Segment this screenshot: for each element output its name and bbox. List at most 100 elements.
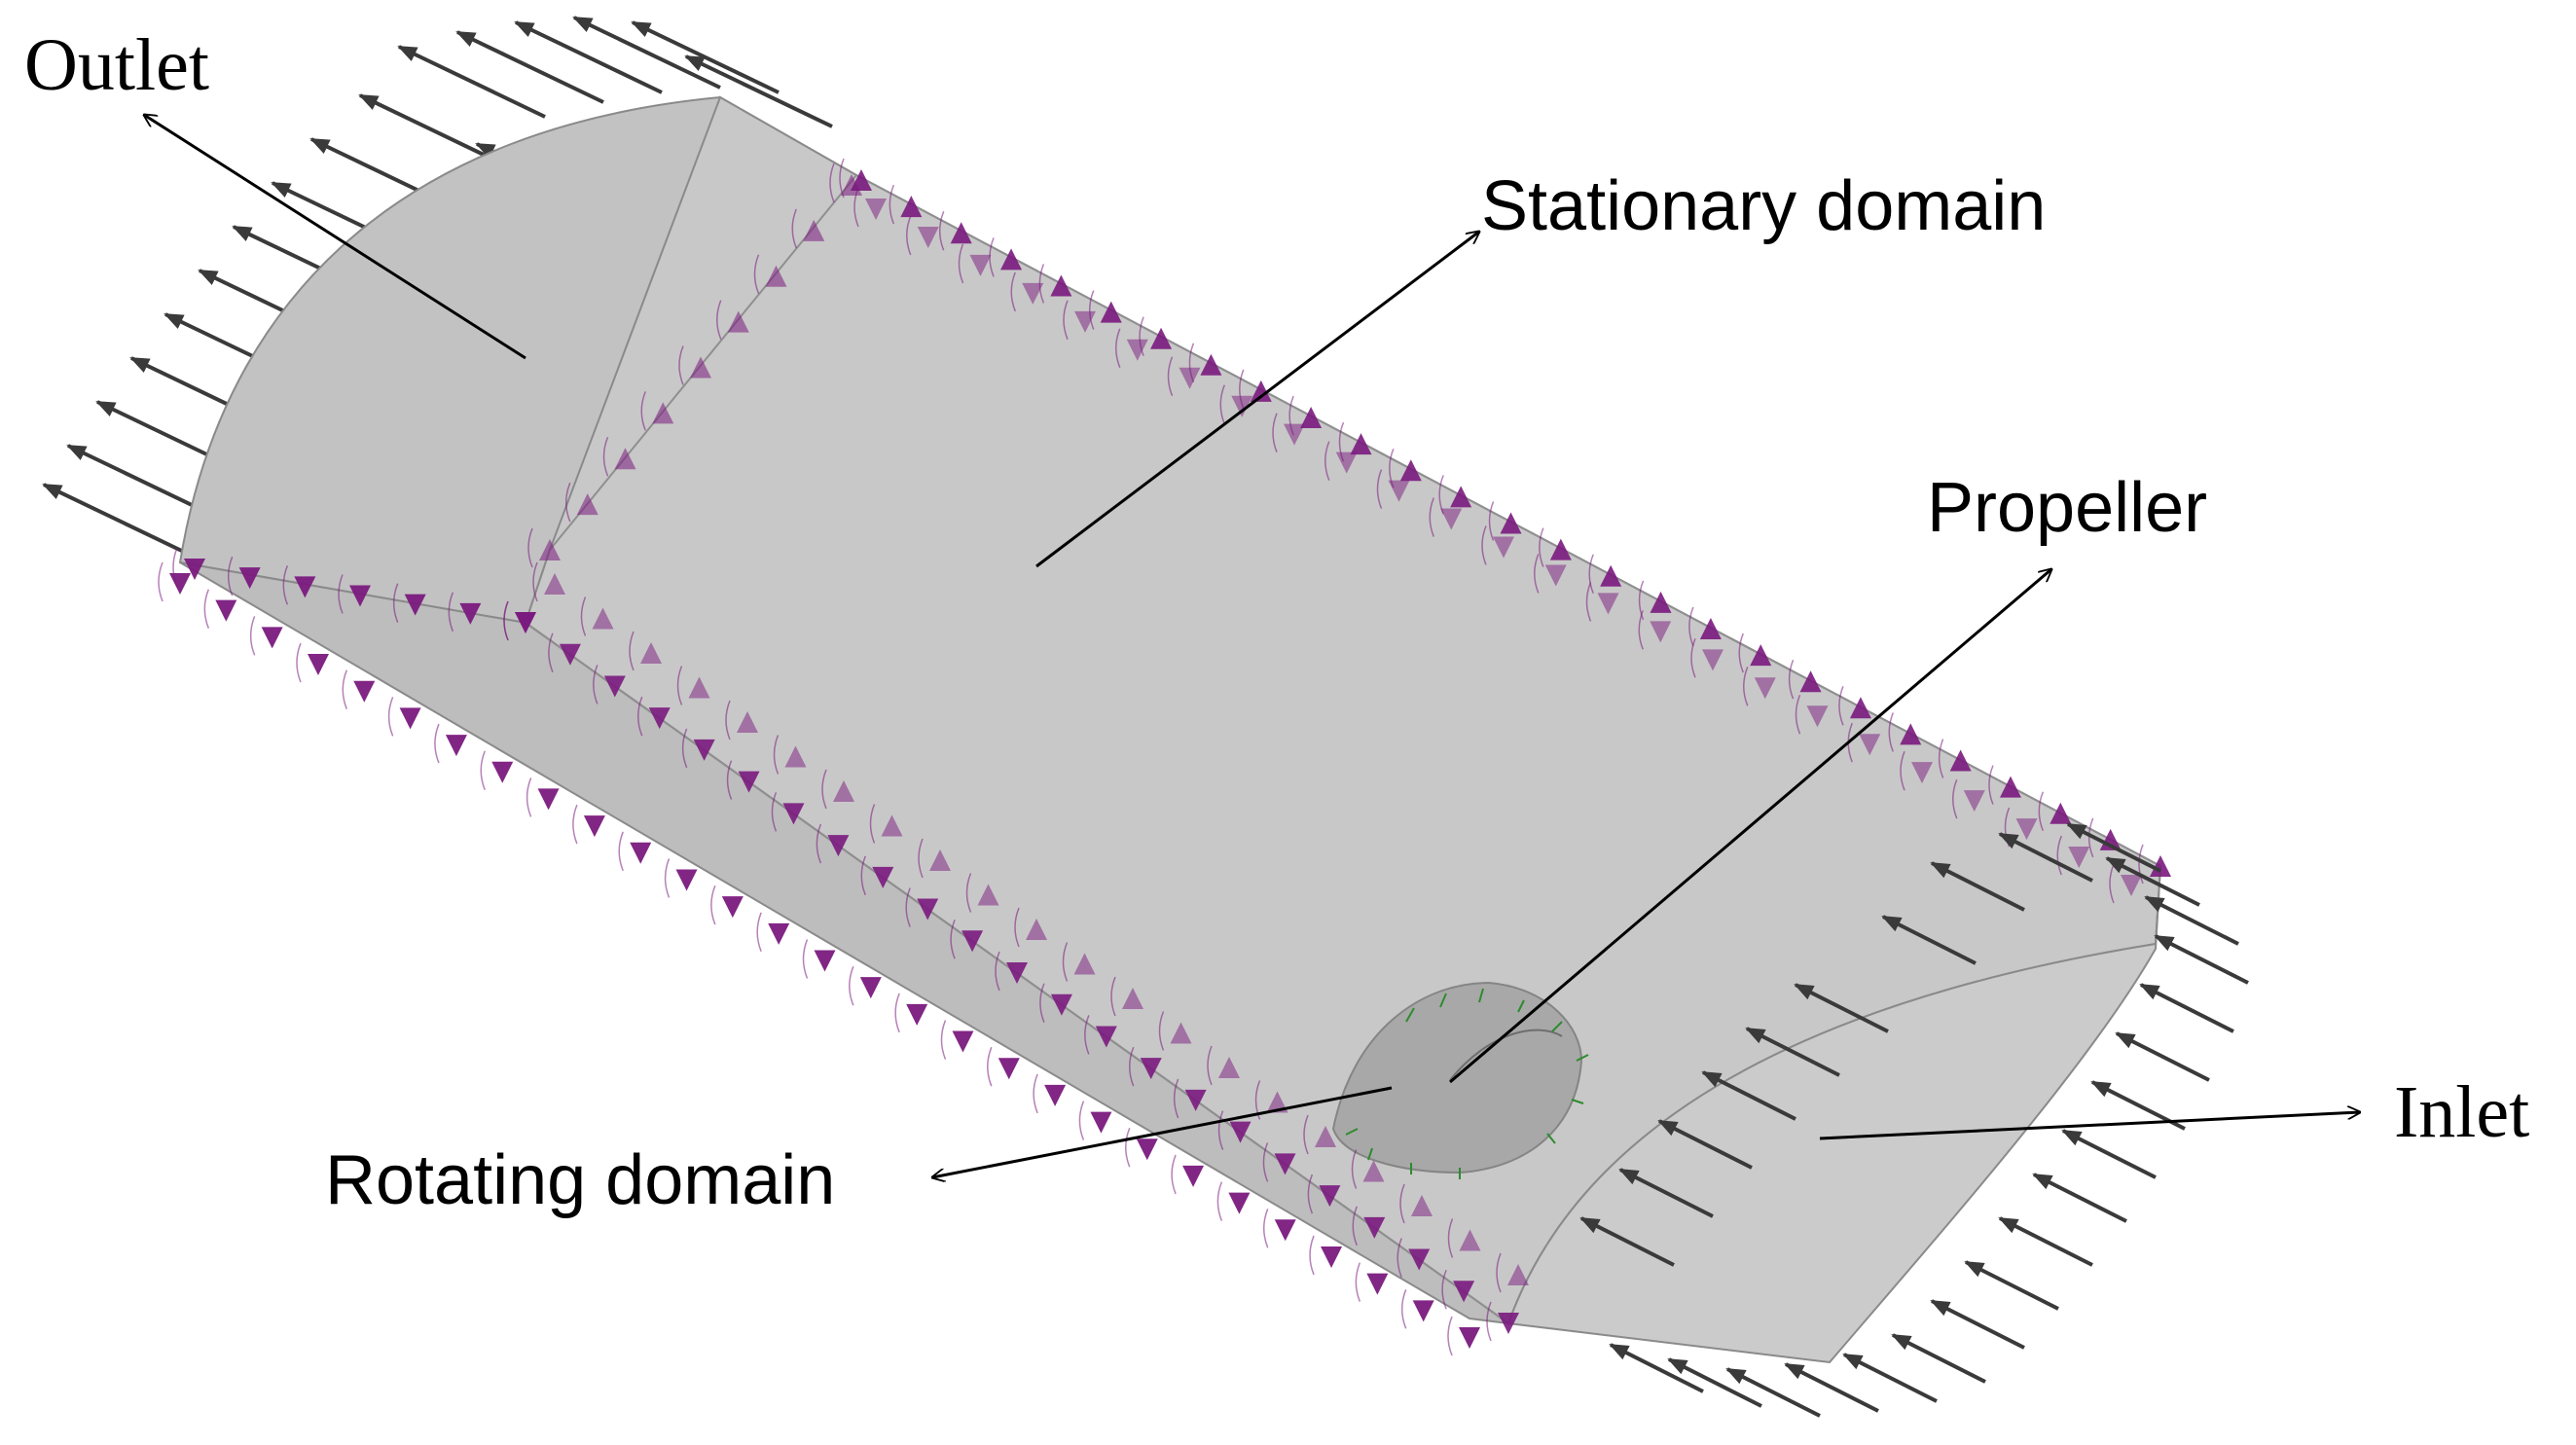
- flow-arrow-icon: [1657, 1119, 1753, 1170]
- constraint-triangle-icon: [1650, 591, 1672, 613]
- constraint-triangle-icon: [1900, 723, 1922, 745]
- flow-arrow-icon: [1701, 1070, 1796, 1121]
- constraint-triangle-icon: [169, 573, 191, 595]
- constraint-triangle-icon: [652, 402, 674, 424]
- flow-arrow-icon: [2115, 1031, 2210, 1082]
- constraint-triangle-icon: [1507, 1264, 1529, 1285]
- constraint-triangle-icon: [1849, 697, 1871, 719]
- constraint-triangle-icon: [537, 788, 560, 811]
- leader-propeller: [1449, 569, 2051, 1084]
- constraint-triangle-icon: [727, 310, 749, 333]
- constraint-triangle-icon: [1999, 776, 2021, 798]
- flow-arrow-icon: [1579, 1216, 1675, 1267]
- flow-arrow-icon: [1930, 1299, 2025, 1350]
- constraint-triangle-icon: [1388, 480, 1410, 502]
- flow-arrow-icon: [2154, 934, 2249, 985]
- flow-arrow-icon: [2139, 983, 2234, 1033]
- flow-arrow-icon: [1618, 1168, 1714, 1218]
- leader-lines: [144, 115, 2360, 1177]
- constraint-triangle-icon: [1408, 1248, 1431, 1271]
- constraint-triangle-icon: [1250, 379, 1272, 402]
- constraint-markers: [158, 158, 2171, 1356]
- leader-inlet: [1819, 1112, 2360, 1140]
- constraint-triangle-icon: [690, 356, 711, 379]
- constraint-triangle-icon: [238, 567, 261, 590]
- constraint-triangle-icon: [1597, 593, 1619, 615]
- constraint-triangle-icon: [1949, 749, 1972, 772]
- constraint-triangle-icon: [648, 707, 671, 730]
- constraint-triangle-icon: [592, 607, 614, 630]
- constraint-triangle-icon: [1600, 564, 1622, 587]
- label-propeller: Propeller: [1927, 469, 2207, 547]
- constraint-triangle-icon: [491, 761, 514, 783]
- constraint-triangle-icon: [1412, 1300, 1434, 1322]
- constraint-triangle-icon: [768, 922, 790, 945]
- leader-rotating: [932, 1086, 1393, 1177]
- constraint-triangle-icon: [1122, 988, 1143, 1009]
- constraint-triangle-icon: [399, 707, 421, 730]
- constraint-triangle-icon: [881, 814, 903, 837]
- flow-arrow-icon: [2144, 895, 2239, 946]
- constraint-triangle-icon: [917, 898, 939, 921]
- constraint-triangle-icon: [1806, 705, 1829, 728]
- flow-arrow-icon: [1784, 1362, 1879, 1413]
- constraint-triangle-icon: [1453, 1281, 1475, 1303]
- constraint-triangle-icon: [1126, 339, 1148, 361]
- constraint-triangle-icon: [688, 676, 710, 699]
- constraint-triangle-icon: [1459, 1229, 1481, 1251]
- constraint-triangle-icon: [576, 493, 599, 516]
- constraint-triangle-icon: [1549, 538, 1572, 560]
- constraint-triangle-icon: [841, 174, 862, 196]
- flow-arrow-icon: [1881, 915, 1977, 965]
- constraint-triangle-icon: [1006, 962, 1028, 984]
- flow-arrow-icon: [1667, 1357, 1762, 1408]
- constraint-triangle-icon: [814, 950, 836, 972]
- constraint-triangle-icon: [2050, 802, 2072, 824]
- constraint-triangle-icon: [1754, 677, 1776, 700]
- constraint-triangle-icon: [1000, 248, 1023, 271]
- flow-arrow-icon: [455, 30, 604, 104]
- constraint-triangle-icon: [833, 780, 854, 802]
- constraint-triangle-icon: [872, 866, 894, 888]
- flow-arrow-icon: [572, 16, 721, 90]
- constraint-triangle-icon: [969, 254, 992, 276]
- leader-stationary: [1035, 232, 1479, 568]
- constraint-triangle-icon: [865, 199, 887, 220]
- constraint-triangle-icon: [630, 842, 652, 864]
- constraint-triangle-icon: [721, 896, 744, 919]
- flow-arrow-icon: [2061, 1129, 2157, 1179]
- constraint-triangle-icon: [803, 219, 825, 241]
- constraint-triangle-icon: [1799, 670, 1822, 693]
- label-stationary-domain: Stationary domain: [1481, 167, 2046, 245]
- constraint-triangle-icon: [1702, 649, 1723, 671]
- flow-arrow-icon: [1794, 983, 1889, 1033]
- constraint-triangle-icon: [1044, 1084, 1067, 1106]
- constraint-triangle-icon: [1140, 1058, 1162, 1080]
- flow-arrow-icon: [42, 483, 191, 557]
- constraint-triangle-icon: [1182, 1165, 1205, 1187]
- propeller-icon: [1345, 988, 1589, 1179]
- constraint-triangle-icon: [215, 599, 237, 622]
- constraint-triangle-icon: [583, 815, 605, 838]
- constraint-triangle-icon: [1200, 353, 1222, 376]
- constraint-triangle-icon: [404, 594, 426, 616]
- constraint-triangle-icon: [1459, 1327, 1480, 1349]
- flow-arrow-icon: [1745, 1027, 1840, 1077]
- flow-arrow-icon: [1891, 1333, 1986, 1384]
- flow-arrow-icon: [2105, 856, 2200, 907]
- constraint-triangle-icon: [1229, 1121, 1252, 1143]
- flow-arrow-icon: [1998, 1216, 2093, 1267]
- constraint-triangle-icon: [349, 585, 371, 607]
- constraint-triangle-icon: [1150, 327, 1173, 349]
- constraint-triangle-icon: [445, 735, 467, 757]
- constraint-triangle-icon: [1050, 993, 1072, 1016]
- constraint-triangle-icon: [1022, 282, 1044, 305]
- constraint-triangle-icon: [738, 771, 760, 793]
- constraint-triangle-icon: [614, 448, 636, 470]
- constraint-triangle-icon: [2121, 875, 2142, 896]
- inlet-flow-arrows: [1579, 822, 2249, 1418]
- constraint-triangle-icon: [2068, 847, 2090, 869]
- leader-outlet: [144, 115, 526, 360]
- constraint-triangle-icon: [675, 869, 698, 891]
- flow-arrow-icon: [1964, 1260, 2059, 1311]
